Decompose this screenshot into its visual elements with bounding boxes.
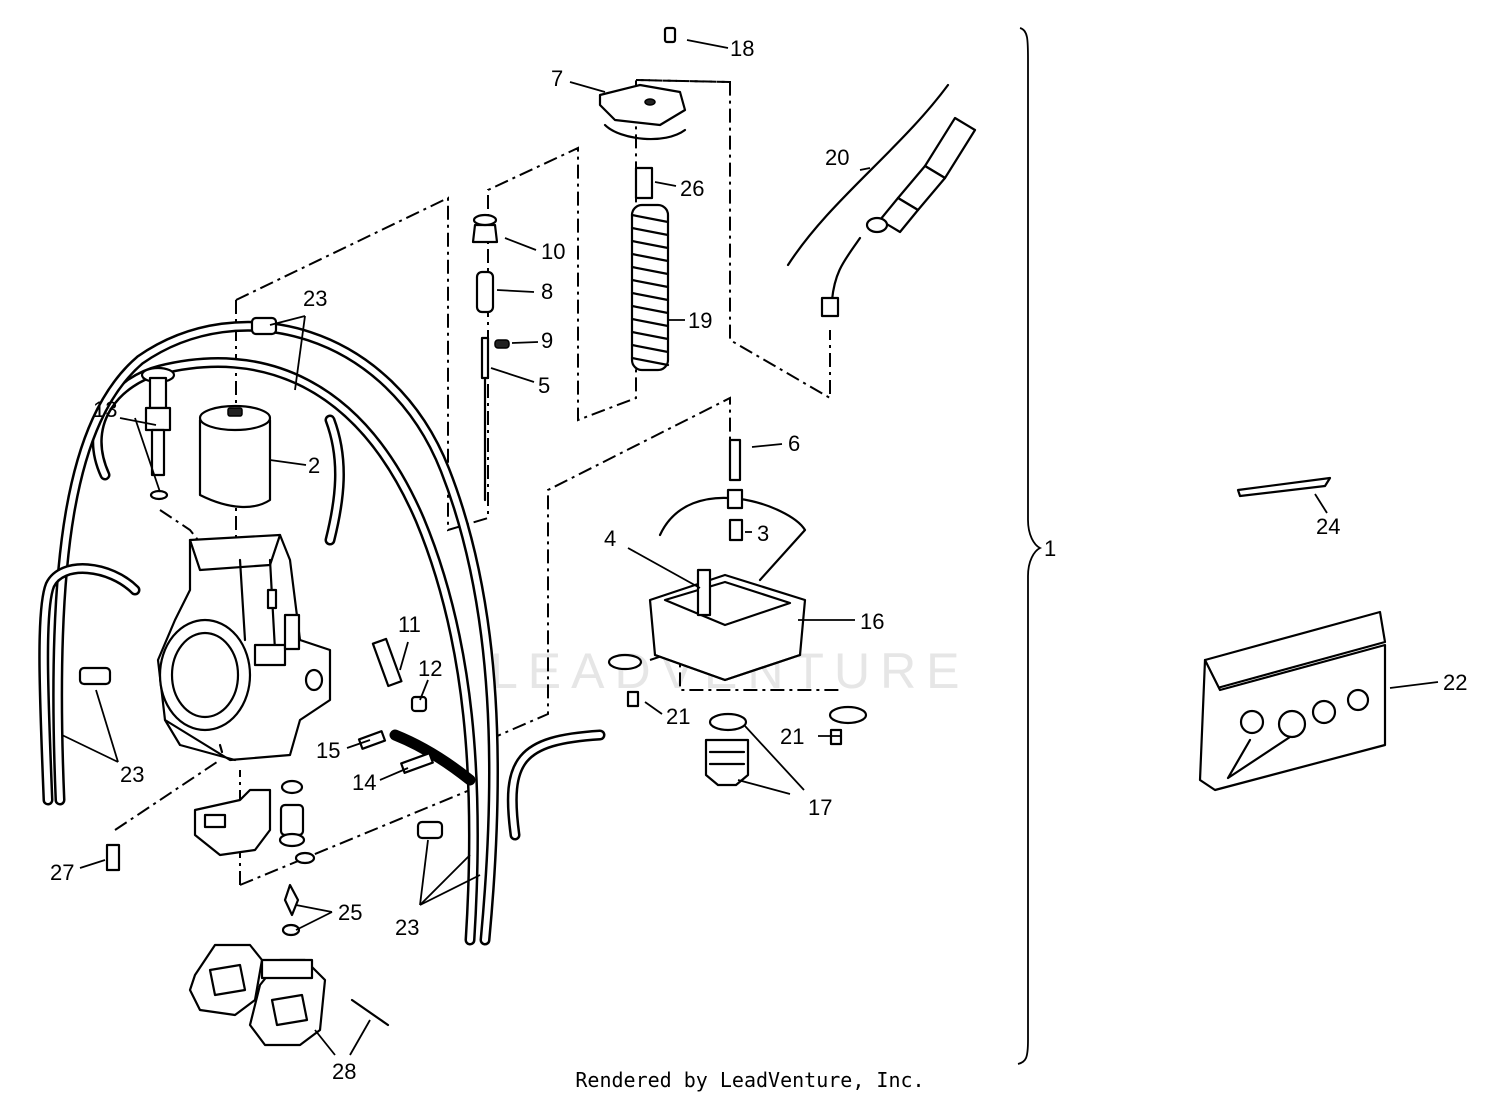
footer-credit: Rendered by LeadVenture, Inc. <box>575 1068 925 1092</box>
small-jets <box>78 316 444 840</box>
carburetor-body <box>156 533 332 762</box>
callout-27: 27 <box>50 860 74 885</box>
float-bowl <box>607 438 868 746</box>
callout-4: 4 <box>604 526 616 551</box>
throttle-spring <box>630 203 670 372</box>
cap-assembly <box>598 26 687 200</box>
callout-26: 26 <box>680 176 704 201</box>
callout-8: 8 <box>541 279 553 304</box>
callout-23-bottom: 23 <box>395 915 419 940</box>
vent-hoses <box>38 320 606 946</box>
hose-clip <box>1236 476 1332 498</box>
callout-11: 11 <box>398 612 421 637</box>
throttle-slide <box>198 404 272 509</box>
callout-5: 5 <box>538 373 550 398</box>
callout-22: 22 <box>1443 670 1467 695</box>
drain-plug <box>105 843 121 872</box>
callout-24: 24 <box>1316 514 1340 539</box>
callout-10: 10 <box>541 239 565 264</box>
callout-19: 19 <box>688 308 712 333</box>
callout-20: 20 <box>825 145 849 170</box>
instruction-folder <box>1198 610 1387 792</box>
throttle-cable <box>786 83 977 318</box>
callout-18: 18 <box>730 36 754 61</box>
callout-28: 28 <box>332 1059 356 1084</box>
needle-parts <box>471 213 510 502</box>
callout-16: 16 <box>860 609 884 634</box>
callout-21-right: 21 <box>780 724 804 749</box>
callout-7: 7 <box>551 66 563 91</box>
callout-6: 6 <box>788 431 800 456</box>
float-valve <box>281 883 301 937</box>
callout-13: 13 <box>93 397 117 422</box>
callout-3: 3 <box>757 521 769 546</box>
callout-14: 14 <box>352 770 376 795</box>
callout-9: 9 <box>541 328 553 353</box>
choke-plunger <box>193 779 316 865</box>
drain-screw-assembly <box>704 712 750 787</box>
assembly-bracket <box>1017 27 1043 1065</box>
callout-12: 12 <box>418 656 442 681</box>
callout-15: 15 <box>316 738 340 763</box>
callout-23-left: 23 <box>120 762 144 787</box>
pilot-screw-assembly <box>140 366 176 501</box>
leader-lines <box>61 39 1439 1056</box>
callout-25: 25 <box>338 900 362 925</box>
callout-1: 1 <box>1044 536 1056 561</box>
callout-23-top: 23 <box>303 286 327 311</box>
callout-labels: 1 2 3 4 5 6 7 8 9 10 11 12 13 14 15 16 1… <box>50 36 1467 1084</box>
callout-21-left: 21 <box>666 704 690 729</box>
callout-2: 2 <box>308 453 320 478</box>
floats <box>188 943 390 1047</box>
callout-17: 17 <box>808 795 832 820</box>
